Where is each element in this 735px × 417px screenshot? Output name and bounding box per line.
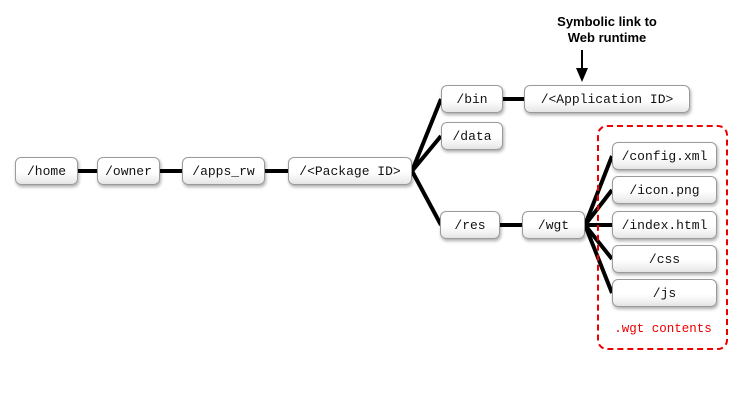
node-index-html-label: /index.html	[621, 217, 708, 233]
node-owner[interactable]: /owner	[97, 157, 160, 185]
node-css[interactable]: /css	[612, 245, 717, 273]
node-apps-rw[interactable]: /apps_rw	[182, 157, 265, 185]
symbolic-link-note: Symbolic link to Web runtime	[507, 14, 707, 46]
node-bin[interactable]: /bin	[441, 85, 503, 113]
node-apps-rw-label: /apps_rw	[192, 163, 255, 179]
node-res-label: /res	[454, 217, 486, 233]
down-arrow-icon	[576, 50, 588, 82]
node-config-xml-label: /config.xml	[621, 148, 708, 164]
edge-packageid-data	[410, 134, 443, 173]
node-js[interactable]: /js	[612, 279, 717, 307]
wgt-contents-caption: .wgt contents	[614, 322, 712, 336]
node-css-label: /css	[648, 251, 681, 267]
node-wgt-label: /wgt	[537, 217, 570, 233]
node-res[interactable]: /res	[440, 211, 500, 239]
edge-packageid-res	[410, 170, 443, 226]
node-owner-label: /owner	[105, 163, 152, 179]
node-home-label: /home	[26, 163, 66, 179]
symbolic-link-note-line-2: Web runtime	[567, 30, 647, 45]
node-package-id-label: /<Package ID>	[299, 163, 401, 179]
node-application-id-label: /<Application ID>	[540, 91, 674, 107]
node-js-label: /js	[652, 285, 677, 301]
node-data-label: /data	[452, 128, 492, 144]
edge-packageid-bin	[410, 98, 443, 172]
node-bin-label: /bin	[456, 91, 488, 107]
node-icon-png[interactable]: /icon.png	[612, 176, 717, 204]
node-index-html[interactable]: /index.html	[612, 211, 717, 239]
node-package-id[interactable]: /<Package ID>	[288, 157, 412, 185]
symbolic-link-note-line-1: Symbolic link to	[557, 14, 657, 29]
node-data[interactable]: /data	[441, 122, 503, 150]
node-wgt[interactable]: /wgt	[522, 211, 585, 239]
node-application-id[interactable]: /<Application ID>	[524, 85, 690, 113]
node-icon-png-label: /icon.png	[629, 182, 700, 198]
node-config-xml[interactable]: /config.xml	[612, 142, 717, 170]
node-home[interactable]: /home	[15, 157, 78, 185]
